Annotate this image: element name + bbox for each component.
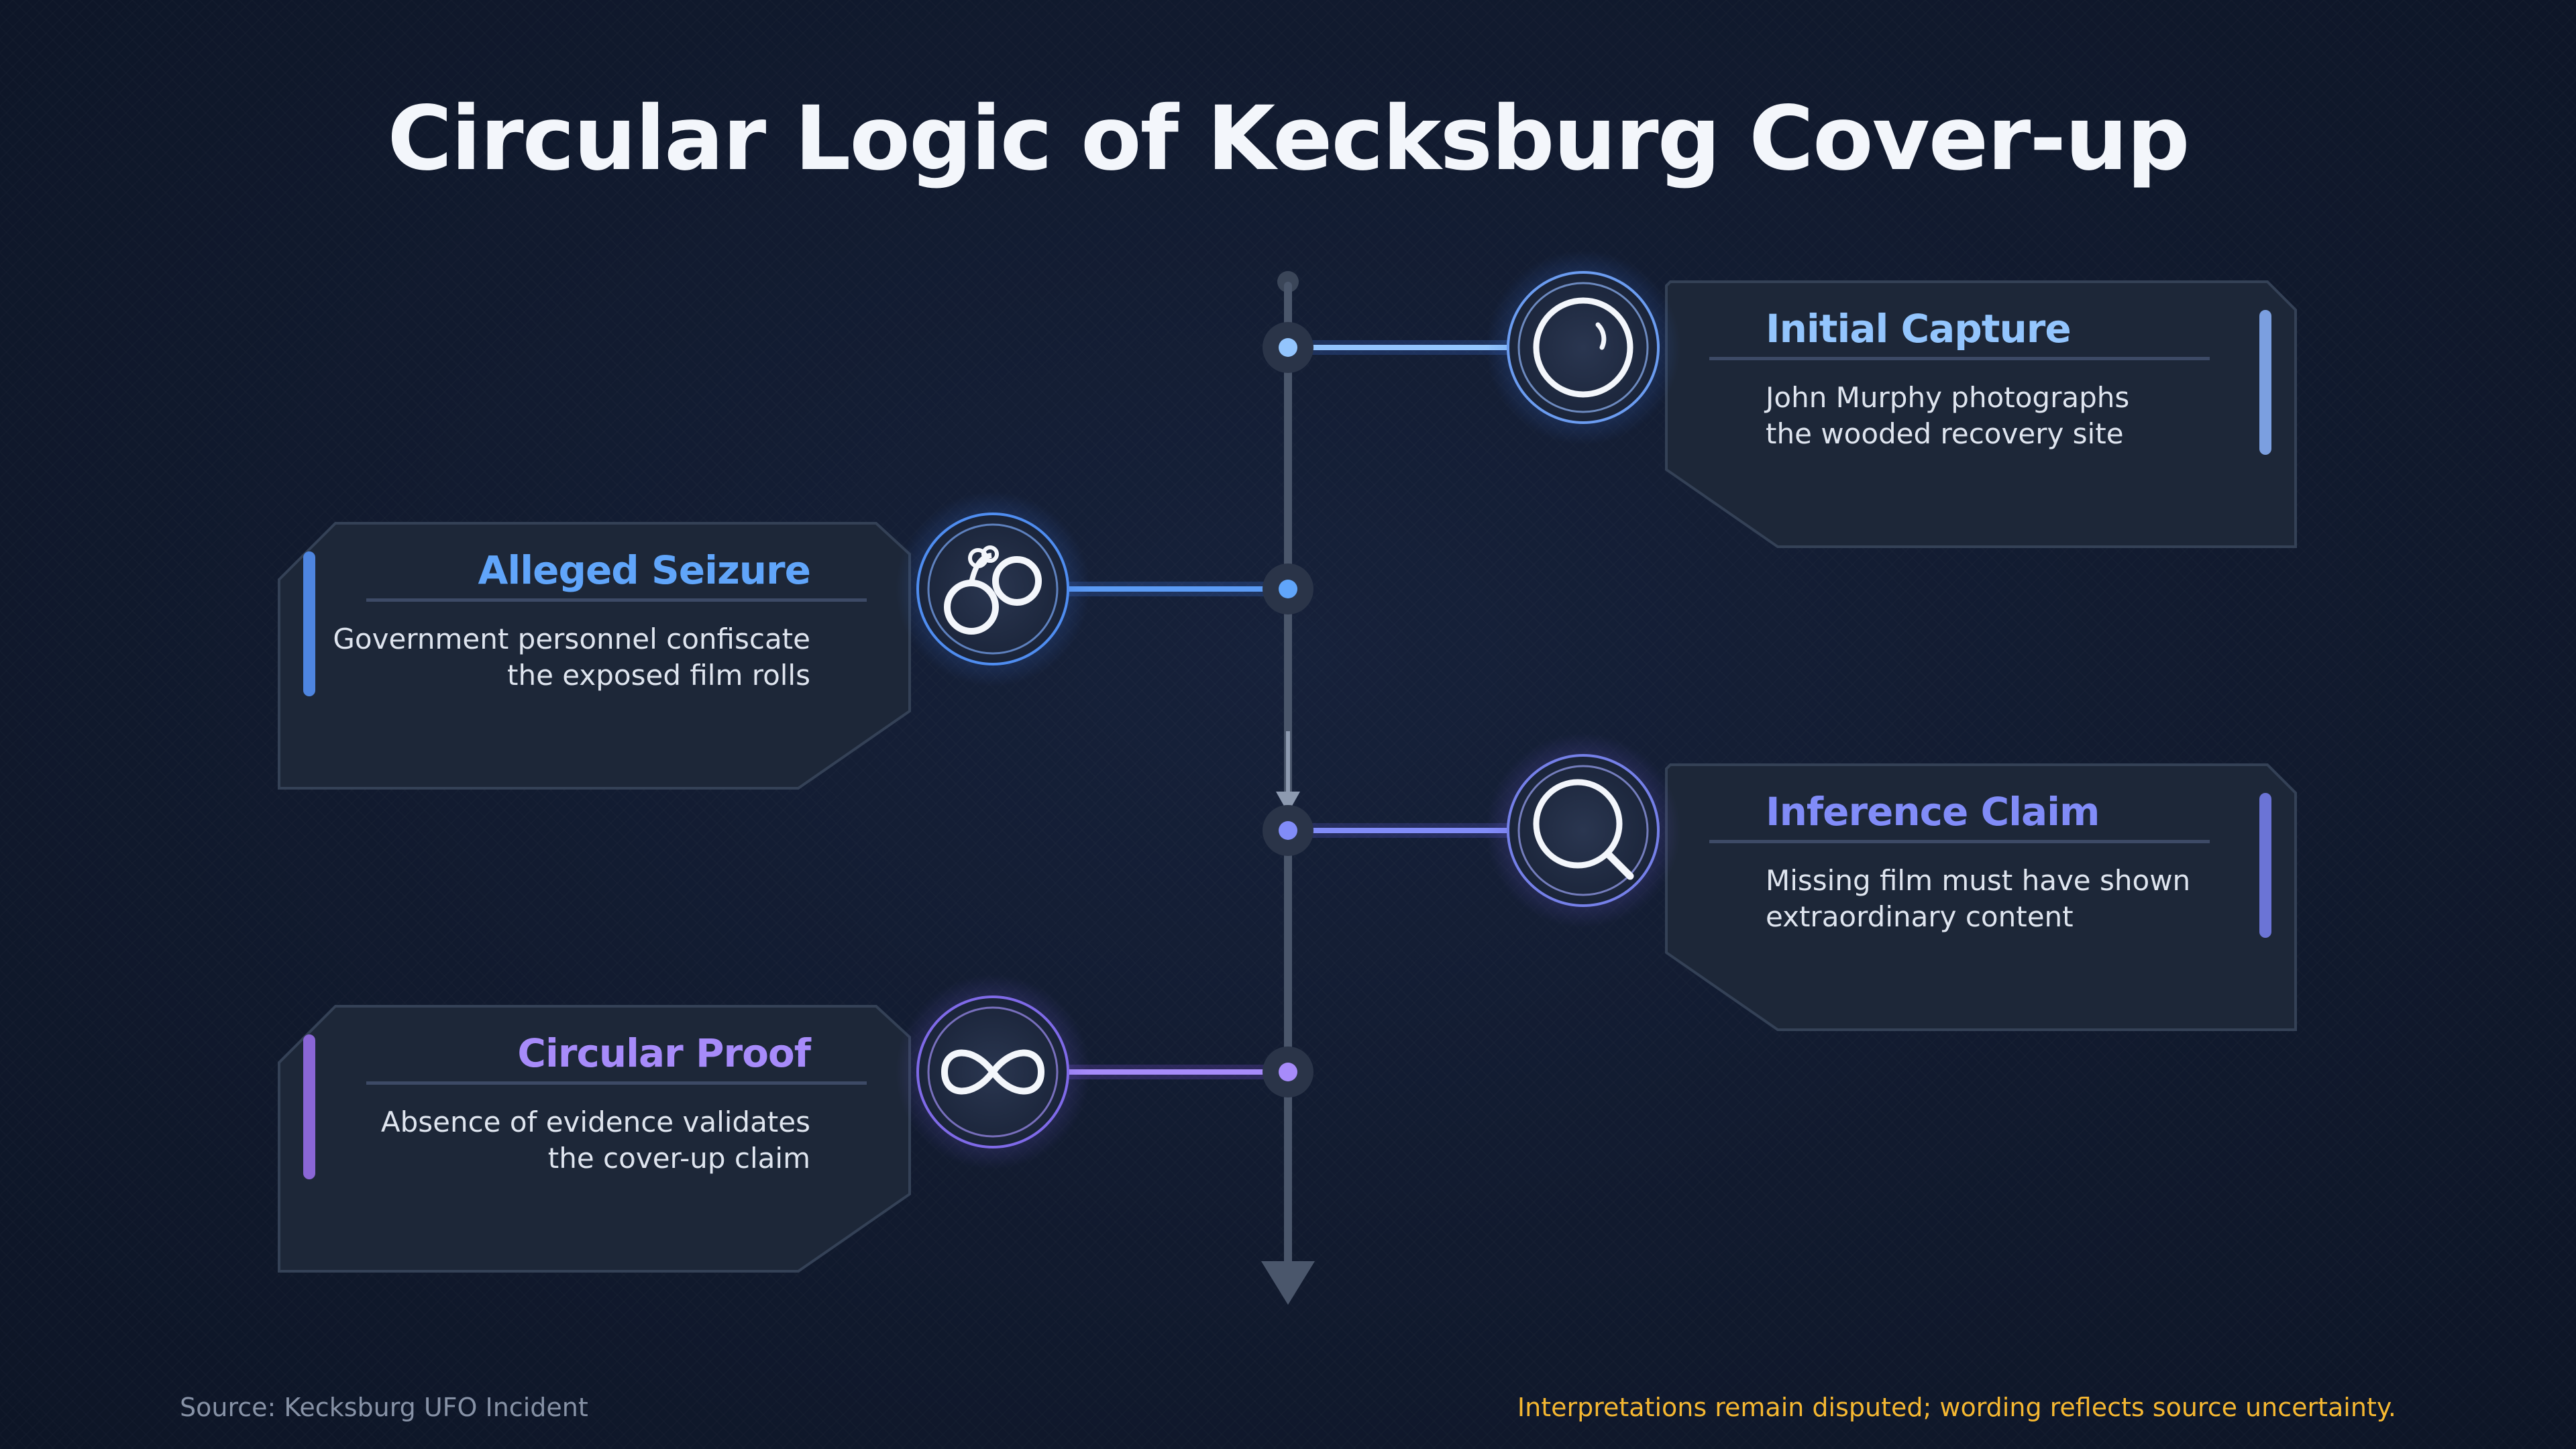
- spine-arrowhead: [1261, 1261, 1315, 1305]
- card-alleged-seizure: [278, 522, 911, 790]
- handcuffs-icon: [944, 545, 1042, 635]
- step-description: Government personnel confiscate the expo…: [333, 623, 810, 692]
- camera-lens-icon: [1533, 297, 1633, 398]
- step-description: Absence of evidence validates the cover-…: [380, 1106, 810, 1175]
- step-title: Initial Capture: [1766, 306, 2072, 352]
- source-note: Source: Kecksburg UFO Incident: [180, 1393, 588, 1422]
- step-description: Missing film must have shown extraordina…: [1766, 864, 2191, 933]
- step-title: Circular Proof: [517, 1030, 811, 1076]
- card-text-circular-proof: Circular Proof Absence of evidence valid…: [301, 1026, 811, 1177]
- step-alleged-seizure: [278, 492, 1313, 790]
- step-description: John Murphy photographs the wooded recov…: [1766, 381, 2130, 450]
- magnifier-icon: [1533, 779, 1634, 880]
- infinity-icon: [941, 1049, 1044, 1095]
- flow-arrow-icon: [1276, 792, 1300, 813]
- step-circular-proof: [278, 975, 1313, 1273]
- step-initial-capture: [1263, 250, 2297, 548]
- card-accent-bar: [2259, 310, 2271, 455]
- card-text-initial-capture: Initial Capture John Murphy photographs …: [1766, 302, 2275, 452]
- timeline-spine: [1261, 271, 1315, 1305]
- card-text-alleged-seizure: Alleged Seizure Government personnel con…: [301, 543, 811, 694]
- step-title: Alleged Seizure: [478, 547, 811, 593]
- card-accent-bar: [303, 551, 315, 696]
- step-title: Inference Claim: [1766, 789, 2100, 835]
- page-title: Circular Logic of Kecksburg Cover-up: [387, 87, 2190, 191]
- step-inference-claim: [1263, 733, 2297, 1031]
- card-accent-bar: [303, 1034, 315, 1179]
- disclaimer-note: Interpretations remain disputed; wording…: [1517, 1393, 2396, 1422]
- card-circular-proof: [278, 1005, 911, 1273]
- card-text-inference-claim: Inference Claim Missing film must have s…: [1766, 785, 2275, 935]
- card-accent-bar: [2259, 793, 2271, 938]
